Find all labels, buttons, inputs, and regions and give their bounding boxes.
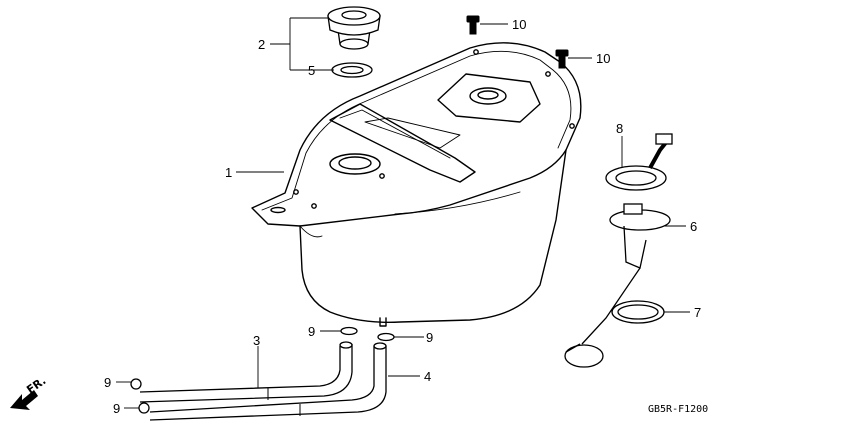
front-direction-label: FR. — [24, 374, 48, 396]
tube-left[interactable] — [139, 341, 353, 403]
diagram-code: GB5R-F1200 — [648, 404, 708, 415]
tube-right[interactable] — [149, 342, 387, 421]
callout-fuel-cap: 2 — [258, 37, 265, 52]
front-direction-arrow-icon — [10, 390, 38, 410]
clip-lower-bottom[interactable] — [138, 402, 150, 414]
cap-seal[interactable] — [331, 62, 373, 78]
leader-lines — [116, 17, 690, 409]
fuel-unit[interactable] — [564, 203, 671, 368]
callout-bolt-right: 10 — [596, 51, 610, 66]
callout-tube-left: 3 — [253, 333, 260, 348]
callout-clip-b: 9 — [426, 330, 433, 345]
callout-cap-seal: 5 — [308, 63, 315, 78]
callout-clip-c: 9 — [104, 375, 111, 390]
clip-lower-top[interactable] — [130, 378, 142, 390]
callout-fuel-unit: 6 — [690, 219, 697, 234]
callout-unit-packing: 7 — [694, 305, 701, 320]
callout-fuel-tank: 1 — [225, 165, 232, 180]
pump-ring[interactable] — [605, 133, 673, 191]
bolt-top[interactable] — [466, 15, 480, 35]
fuel-tank[interactable] — [251, 42, 582, 327]
fuel-cap[interactable] — [327, 6, 381, 50]
callout-clip-d: 9 — [113, 401, 120, 416]
unit-packing[interactable] — [611, 300, 665, 324]
callout-bolt-top: 10 — [512, 17, 526, 32]
callout-tube-right: 4 — [424, 369, 431, 384]
clip-upper-left[interactable] — [340, 326, 358, 336]
clip-upper-right[interactable] — [377, 332, 395, 342]
bolt-right[interactable] — [555, 49, 569, 69]
callout-pump-ring: 8 — [616, 121, 623, 136]
callout-clip-a: 9 — [308, 324, 315, 339]
